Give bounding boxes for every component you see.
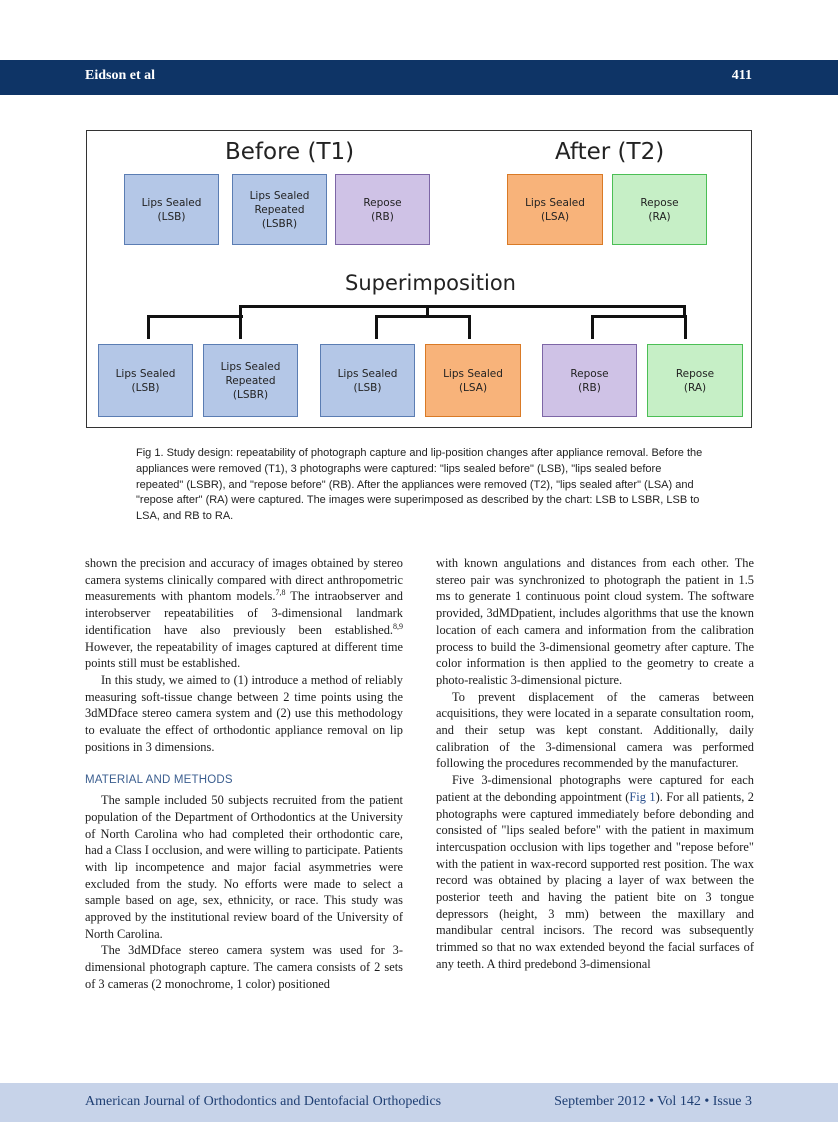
before-heading: Before (T1) (225, 139, 355, 165)
connector-line (239, 305, 686, 308)
box-label: Repose (RB) (363, 196, 402, 223)
box-label: Lips Sealed Repeated (LSBR) (249, 189, 310, 230)
figure-link[interactable]: Fig 1 (629, 789, 656, 804)
box-bottom-ra: Repose (RA) (647, 344, 743, 417)
paragraph: with known angulations and distances fro… (436, 556, 754, 687)
bracket-lsb-lsbr (239, 315, 242, 339)
bracket-lsb-lsa (375, 315, 378, 339)
box-label: Lips Sealed (LSB) (141, 196, 202, 223)
paragraph: Five 3-dimensional photographs were capt… (436, 772, 754, 972)
connector-line (683, 305, 686, 317)
body-column-right: with known angulations and distances fro… (436, 555, 754, 973)
body-column-left: shown the precision and accuracy of imag… (85, 555, 403, 993)
box-bottom-rb: Repose (RB) (542, 344, 637, 417)
running-header: Eidson et al 411 (0, 60, 838, 95)
box-bottom-lsa: Lips Sealed (LSA) (425, 344, 521, 417)
bracket-rb-ra (591, 315, 594, 339)
box-top-lsb: Lips Sealed (LSB) (124, 174, 219, 245)
bracket-rb-ra (684, 315, 687, 339)
bracket-lsb-lsa (375, 315, 471, 318)
bracket-lsb-lsbr (147, 315, 150, 339)
issue-info: September 2012 • Vol 142 • Issue 3 (554, 1094, 752, 1109)
connector-line (239, 305, 242, 317)
running-header-authors: Eidson et al (85, 68, 156, 83)
paragraph: In this study, we aimed to (1) introduce… (85, 672, 403, 754)
box-label: Lips Sealed (LSB) (115, 367, 176, 394)
box-bottom-lsb-2: Lips Sealed (LSB) (320, 344, 415, 417)
reference-superscript: 7,8 (275, 588, 286, 598)
text-run: ). For all patients, 2 photographs were … (436, 789, 754, 971)
figure-caption: Fig 1. Study design: repeatability of ph… (136, 447, 703, 523)
bracket-rb-ra (591, 315, 687, 318)
box-label: Lips Sealed Repeated (LSBR) (220, 360, 281, 401)
paragraph: The sample included 50 subjects recruite… (85, 793, 403, 941)
section-heading: MATERIAL AND METHODS (85, 774, 233, 787)
box-bottom-lsbr: Lips Sealed Repeated (LSBR) (203, 344, 298, 417)
after-heading: After (T2) (555, 139, 665, 165)
text-run: Five 3-dimensional photographs were capt… (436, 773, 754, 804)
box-bottom-lsb: Lips Sealed (LSB) (98, 344, 193, 417)
box-top-rb: Repose (RB) (335, 174, 430, 245)
study-design-figure: Before (T1) After (T2) Lips Sealed (LSB)… (86, 130, 752, 428)
reference-superscript: 8,9 (393, 621, 403, 631)
bracket-lsb-lsbr (147, 315, 243, 318)
paragraph: shown the precision and accuracy of imag… (85, 555, 403, 672)
box-label: Repose (RA) (640, 196, 679, 223)
text-run: shown the precision and accuracy of imag… (85, 556, 403, 604)
paragraph: The 3dMDface stereo camera system was us… (85, 943, 403, 991)
text-run: The intraobserver and interobserver repe… (85, 589, 404, 637)
box-top-ra: Repose (RA) (612, 174, 707, 245)
text-run: However, the repeatability of images cap… (85, 639, 403, 671)
box-label: Lips Sealed (LSB) (337, 367, 398, 394)
box-label: Lips Sealed (LSA) (443, 367, 503, 394)
box-top-lsa: Lips Sealed (LSA) (507, 174, 603, 245)
box-label: Lips Sealed (LSA) (525, 196, 585, 223)
superimposition-heading: Superimposition (345, 271, 516, 295)
box-label: Repose (RA) (675, 367, 715, 394)
bracket-lsb-lsa (468, 315, 471, 339)
box-top-lsbr: Lips Sealed Repeated (LSBR) (232, 174, 327, 245)
running-footer: American Journal of Orthodontics and Den… (0, 1083, 838, 1122)
page-number: 411 (731, 68, 752, 83)
connector-line (426, 305, 429, 317)
journal-name: American Journal of Orthodontics and Den… (85, 1094, 442, 1109)
box-label: Repose (RB) (570, 367, 609, 394)
paragraph: To prevent displacement of the cameras b… (436, 689, 754, 771)
